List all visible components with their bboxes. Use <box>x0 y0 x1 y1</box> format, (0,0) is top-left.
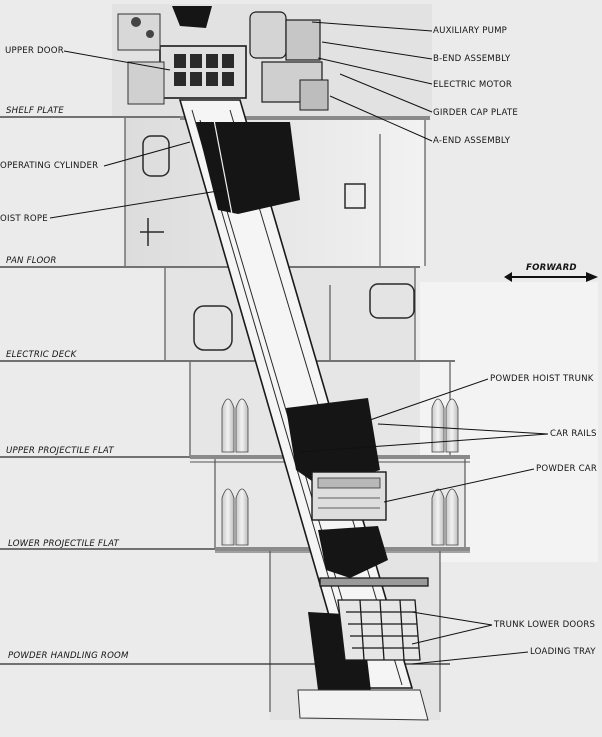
bulkhead-doors <box>140 135 415 351</box>
label-car-rails: CAR RAILS <box>550 429 597 439</box>
deck-label-upper-projectile-flat: UPPER PROJECTILE FLAT <box>6 446 114 456</box>
label-hoist-rope: OIST ROPE <box>0 214 48 224</box>
deck-label-pan-floor: PAN FLOOR <box>6 256 57 266</box>
hoist-rope-line <box>213 119 233 215</box>
projectiles <box>221 398 459 546</box>
trunk-cutaways <box>172 6 388 708</box>
label-powder-hoist-trunk: POWDER HOIST TRUNK <box>490 374 594 384</box>
label-b-end-assembly: B-END ASSEMBLY <box>433 54 511 64</box>
label-operating-cylinder: OPERATING CYLINDER <box>0 161 99 171</box>
forward-arrow-icon <box>504 272 598 282</box>
label-trunk-lower-doors: TRUNK LOWER DOORS <box>494 620 596 630</box>
deck-label-powder-handling-room: POWDER HANDLING ROOM <box>8 651 129 661</box>
label-a-end-assembly: A-END ASSEMBLY <box>433 136 511 146</box>
deck-label-shelf-plate: SHELF PLATE <box>6 106 64 116</box>
label-powder-car: POWDER CAR <box>536 464 598 474</box>
leader-lines <box>49 21 549 665</box>
powder-car <box>311 471 387 521</box>
lower-doors-assembly <box>319 577 429 661</box>
bulkhead-lines <box>124 118 466 712</box>
upper-machinery <box>117 11 329 111</box>
label-electric-motor: ELECTRIC MOTOR <box>433 80 513 90</box>
label-auxiliary-pump: AUXILIARY PUMP <box>433 26 508 36</box>
label-upper-door: UPPER DOOR <box>5 46 64 56</box>
deck-label-electric-deck: ELECTRIC DECK <box>6 350 77 360</box>
label-forward: FORWARD <box>526 263 577 273</box>
label-girder-cap-plate: GIRDER CAP PLATE <box>433 108 518 118</box>
label-loading-tray: LOADING TRAY <box>530 647 596 657</box>
deck-label-lower-projectile-flat: LOWER PROJECTILE FLAT <box>8 539 119 549</box>
powder-room-floor <box>297 689 429 721</box>
